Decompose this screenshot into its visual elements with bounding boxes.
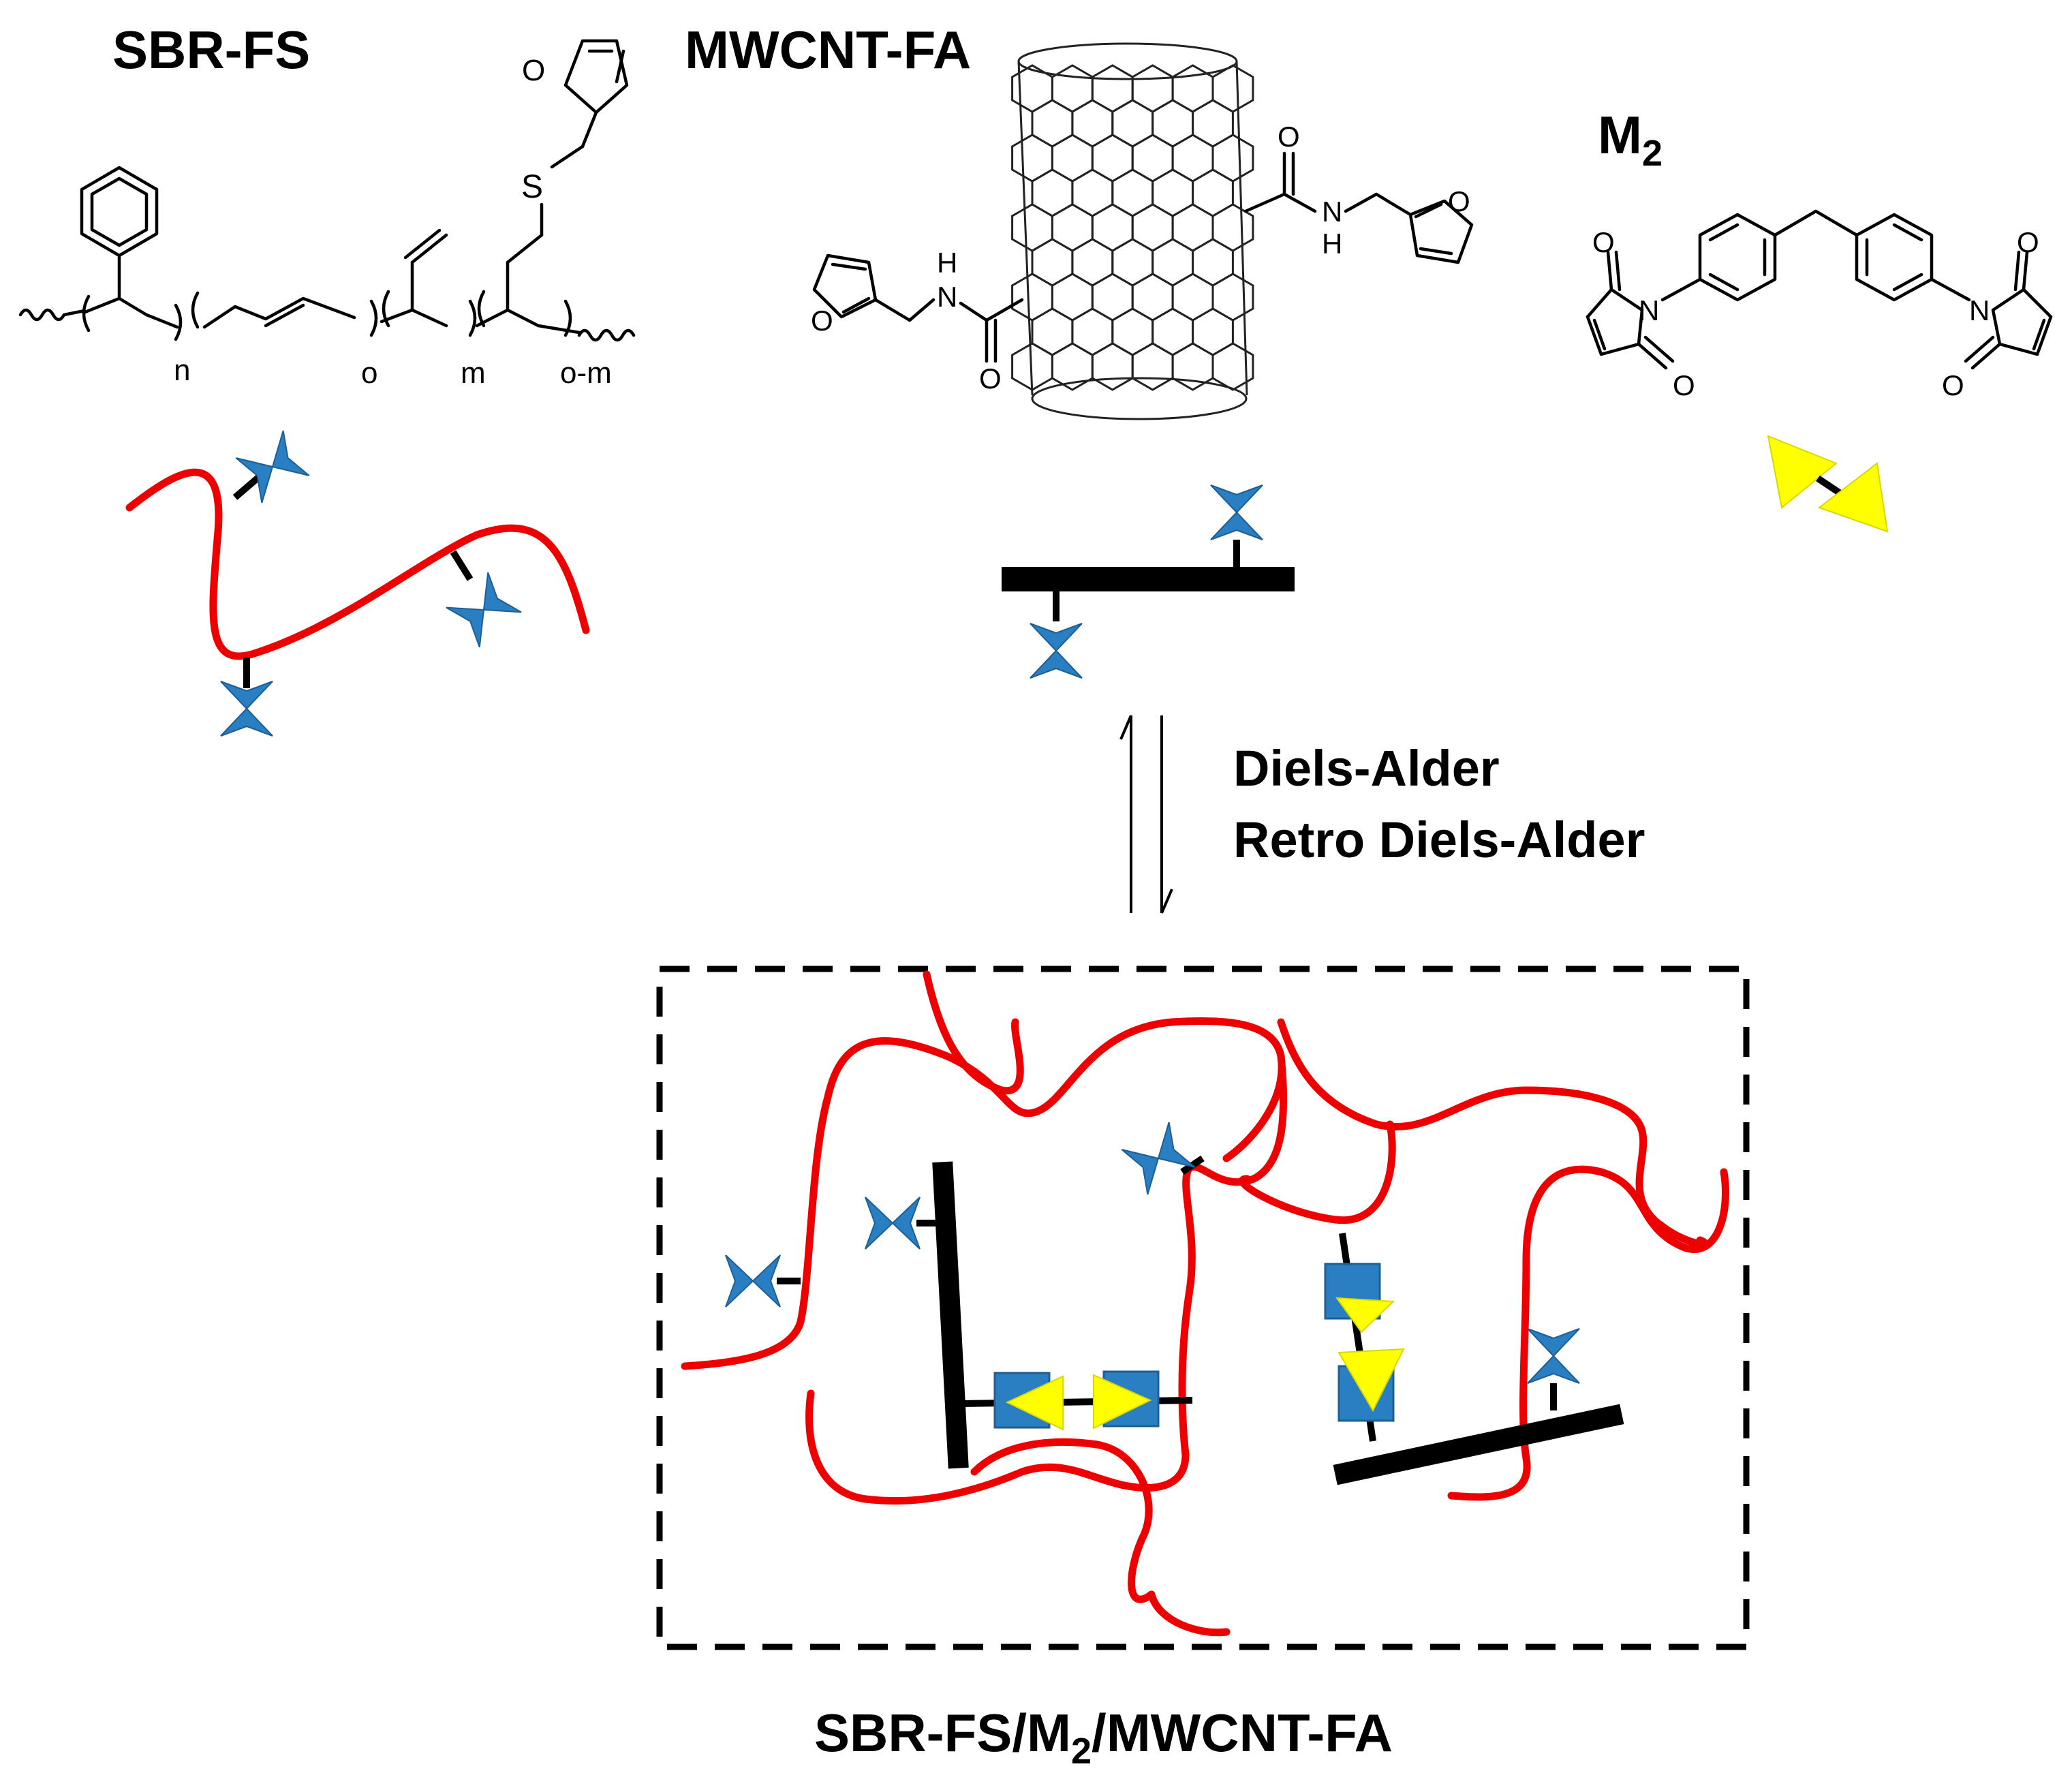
lattice-hexagon <box>1171 342 1214 391</box>
maleimide-triangle-icon <box>1005 1375 1064 1431</box>
mwcnt-fa-title: MWCNT-FA <box>685 20 971 80</box>
imide-nitrogen-atom: N <box>1639 294 1659 326</box>
lattice-hexagon <box>1091 342 1134 391</box>
amide-oxygen-atom: O <box>979 362 1002 395</box>
m2-title: M2 <box>1598 105 1663 174</box>
product-label-sub: 2 <box>1071 1731 1092 1772</box>
nanotube-bar <box>932 1161 969 1469</box>
furan-bowtie-icon <box>1210 484 1263 540</box>
furan-bowtie-icon <box>1030 623 1083 679</box>
m2-title-sub: 2 <box>1642 133 1663 174</box>
m2-title-main: M <box>1598 105 1642 165</box>
lattice-hexagon <box>1131 342 1174 391</box>
m2-cartoon <box>1767 435 1889 533</box>
product-label-part2: /MWCNT-FA <box>1092 1703 1393 1763</box>
furan-bowtie-icon <box>446 572 522 648</box>
amide-nitrogen-atom: N <box>1322 196 1342 228</box>
amide-hydrogen-atom: H <box>937 247 957 279</box>
amide-oxygen-atom: O <box>1278 121 1300 153</box>
equilibrium-arrows-icon <box>1119 715 1173 914</box>
furan-bowtie-icon <box>865 1197 921 1250</box>
imide-oxygen-atom: O <box>1673 369 1695 401</box>
nanotube-bar <box>1333 1404 1624 1485</box>
m2-structure: O O N N O O <box>1586 209 2053 401</box>
furan-oxygen-atom: O <box>522 54 545 87</box>
mwcnt-fa-structure: O N H O O N H O <box>811 42 1474 420</box>
sulfur-atom: S <box>521 169 543 205</box>
subscript-n: n <box>174 354 190 387</box>
furan-bowtie-icon <box>1121 1122 1196 1195</box>
furan-bowtie-icon <box>220 681 273 737</box>
retro-diels-alder-label: Retro Diels-Alder <box>1233 812 1645 868</box>
sbr-fs-cartoon <box>125 430 590 737</box>
maleimide-triangle-icon <box>1335 1297 1395 1333</box>
furan-oxygen-atom: O <box>1448 185 1470 217</box>
subscript-m: m <box>461 356 486 390</box>
subscript-o: o <box>361 356 377 390</box>
maleimide-triangle-icon <box>1767 435 1838 509</box>
furan-bowtie-icon <box>235 430 310 504</box>
product-label: SBR-FS/M2/MWCNT-FA <box>814 1703 1393 1772</box>
maleimide-triangle-icon <box>1817 462 1889 533</box>
maleimide-triangle-icon <box>1337 1348 1405 1413</box>
mwcnt-fa-cartoon <box>1002 484 1295 679</box>
furan-bowtie-icon <box>725 1254 781 1308</box>
lattice-hexagon <box>1211 342 1254 391</box>
sbr-fs-title: SBR-FS <box>112 20 310 80</box>
amide-hydrogen-atom: H <box>1322 228 1342 260</box>
imide-nitrogen-atom: N <box>1969 294 1990 326</box>
network-cartoon <box>681 970 1729 1637</box>
network-box <box>656 966 1750 1650</box>
furan-bowtie-icon <box>1527 1328 1580 1384</box>
imide-oxygen-atom: O <box>2017 226 2039 258</box>
diels-alder-label: Diels-Alder <box>1233 740 1500 797</box>
sbr-fs-structure: S O n o m o-m <box>18 39 636 390</box>
maleimide-triangle-icon <box>1093 1374 1152 1430</box>
nanotube-bar <box>1002 567 1295 591</box>
nanotube-lattice <box>1011 64 1254 391</box>
imide-oxygen-atom: O <box>1942 369 1964 401</box>
product-label-part1: SBR-FS/M <box>814 1703 1071 1763</box>
imide-oxygen-atom: O <box>1592 226 1615 258</box>
subscript-o-minus-m: o-m <box>560 356 612 390</box>
amide-nitrogen-atom: N <box>937 281 957 313</box>
furan-oxygen-atom: O <box>811 305 833 337</box>
